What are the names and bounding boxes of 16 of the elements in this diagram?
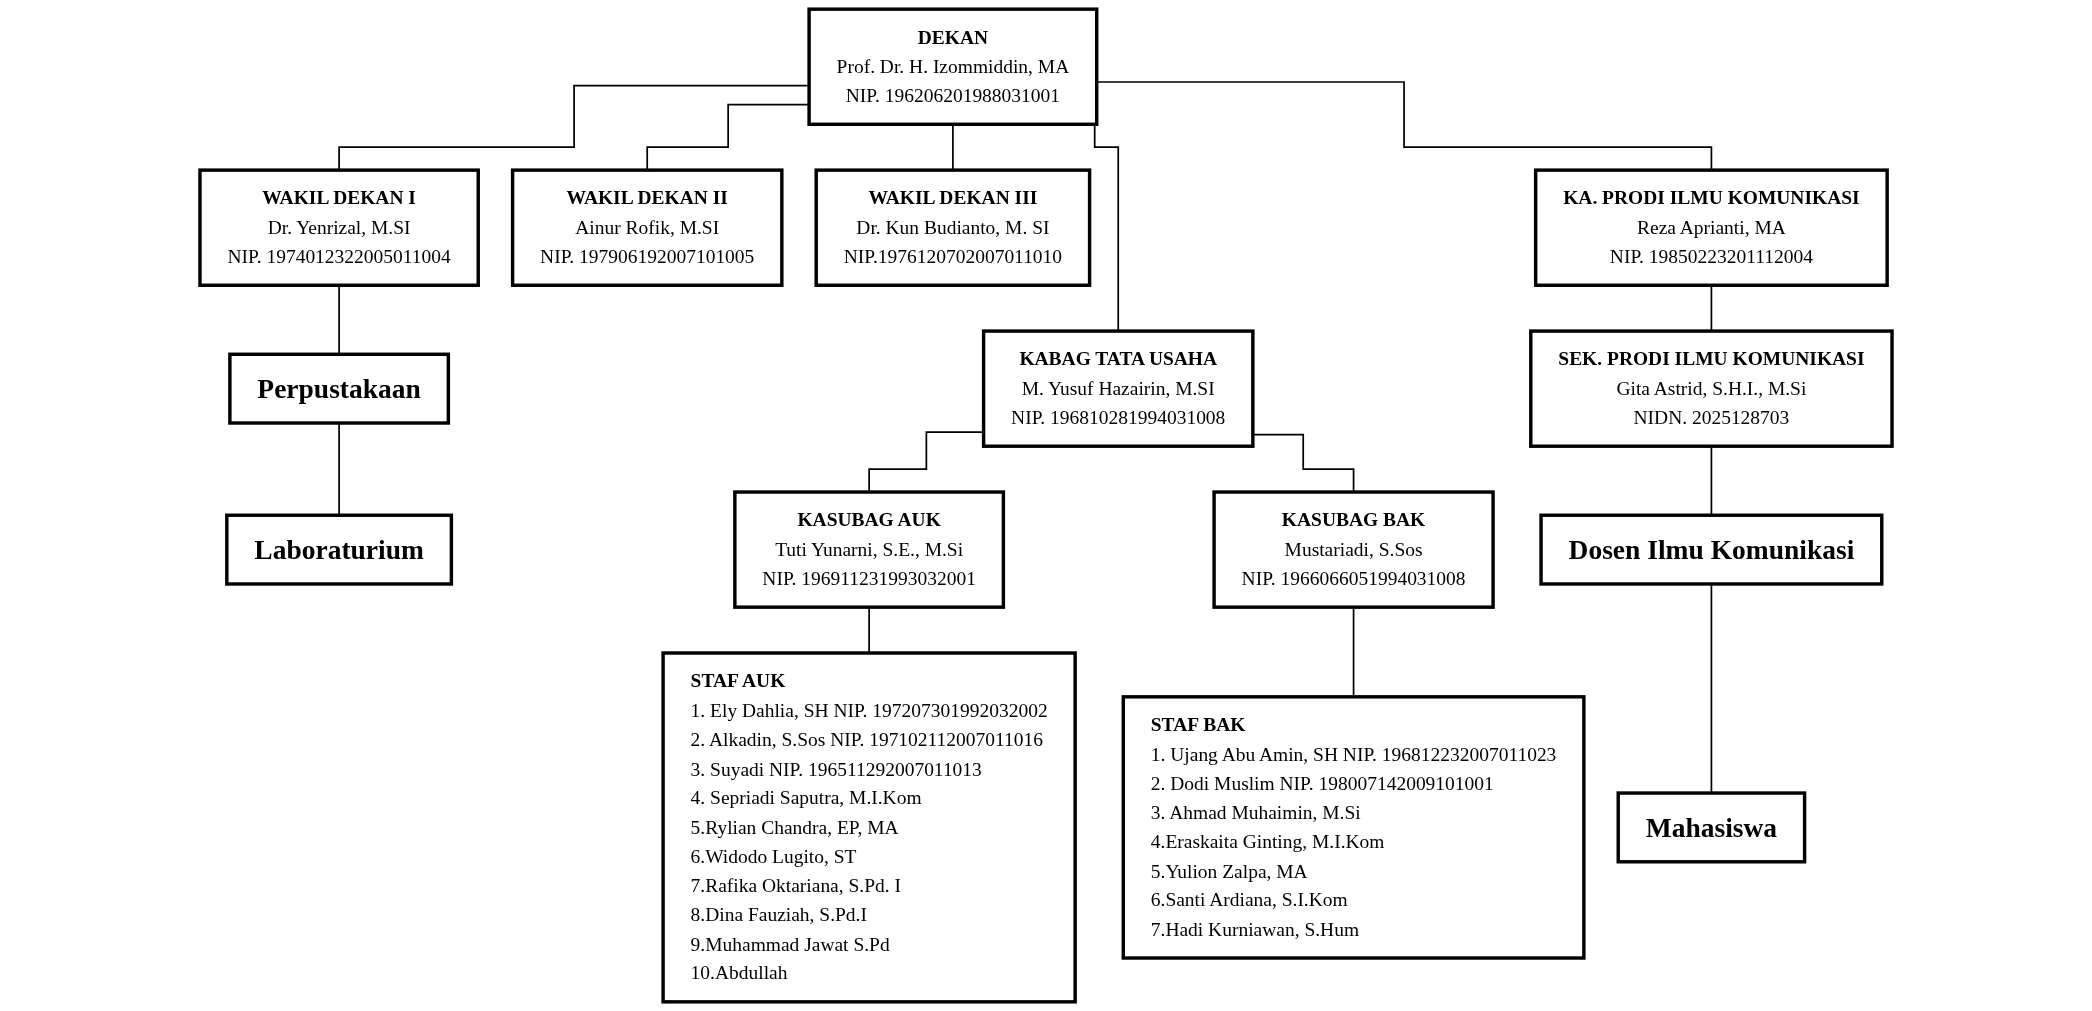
node-box: STAF BAK 1. Ujang Abu Amin, SH NIP. 196812232007011023 2. Dodi Muslim NIP. 198007142009101001 3. Ahmad Muhaimin, M.Si 4.Eraskaita Ginting, M.I.Kom 5.Yulion Zalpa, MA 6.Santi Ardiana, S.I.Kom 7.Hadi Kurniawan, S.Hum [1121,695,1586,960]
node-box: SEK. PRODI ILMU KOMUNIKASI Gita Astrid, S.H.I., M.Si NIDN. 2025128703 [1529,329,1894,448]
node-box: Mahasiswa [1616,791,1807,864]
node-box: Dosen Ilmu Komunikasi [1539,513,1884,586]
node-box: Laboraturium [225,513,454,586]
node-box: KA. PRODI ILMU KOMUNIKASI Reza Aprianti, MA NIP. 19850223201112004 [1533,168,1889,287]
node-box: Perpustakaan [228,352,451,425]
node-box: WAKIL DEKAN I Dr. Yenrizal, M.SI NIP. 1974012322005011004 [198,168,480,287]
node-box: WAKIL DEKAN III Dr. Kun Budianto, M. SI NIP.1976120702007011010 [814,168,1092,287]
node-box: DEKAN Prof. Dr. H. Izommiddin, MA NIP. 196206201988031001 [807,7,1099,126]
node-box: STAF AUK 1. Ely Dahlia, SH NIP. 197207301992032002 2. Alkadin, S.Sos NIP. 197102112007011016 3. Suyadi NIP. 196511292007011013 4. Sepriadi Saputra, M.I.Kom 5.Rylian Chandra, EP, MA 6.Widodo Lugito, ST 7.Rafika Oktariana, S.Pd. I 8.Dina Fauziah, S.Pd.I 9.Muhammad Jawat S.Pd 10.Abdullah [661,651,1077,1004]
node-box: KABAG TATA USAHA M. Yusuf Hazairin, M.SI NIP. 196810281994031008 [981,329,1255,448]
connector [1710,583,1713,794]
node-box: KASUBAG BAK Mustariadi, S.Sos NIP. 1966066051994031008 [1212,490,1495,609]
node-box: KASUBAG AUK Tuti Yunarni, S.E., M.Si NIP. 196911231993032001 [733,490,1006,609]
node-box: WAKIL DEKAN II Ainur Rofik, M.SI NIP. 197906192007101005 [510,168,784,287]
